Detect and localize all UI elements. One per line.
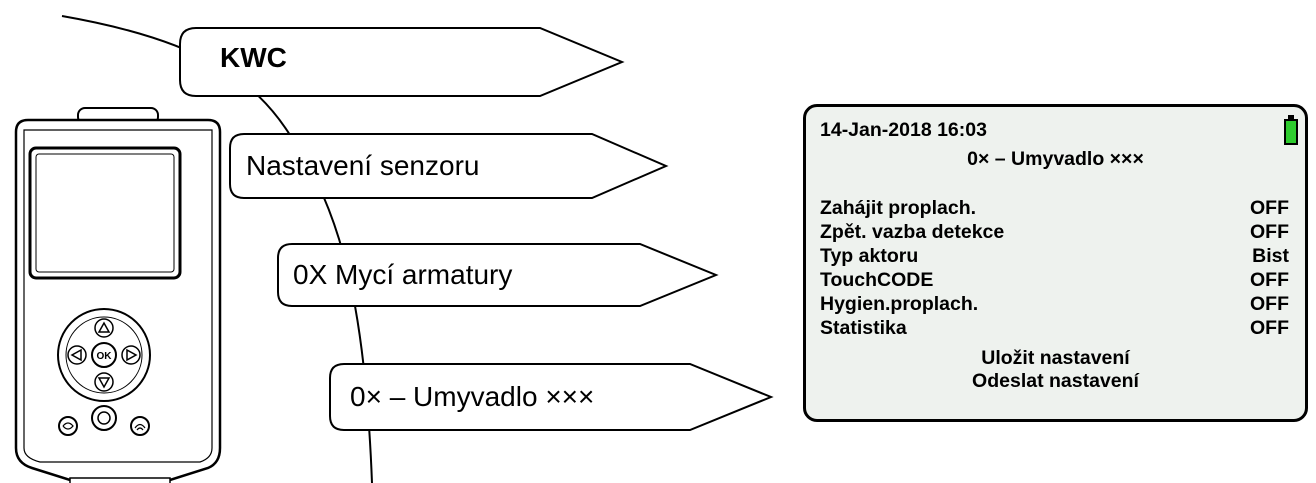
menu-tag-armatury-shape bbox=[277, 243, 719, 307]
handheld-device: OK bbox=[14, 107, 222, 483]
up-arrow-icon bbox=[94, 318, 114, 338]
device-display: 14-Jan-2018 16:03 0× – Umyvadlo ××× Zahá… bbox=[803, 104, 1308, 422]
setting-label[interactable]: Typ aktoru bbox=[820, 245, 919, 267]
wireless-icon bbox=[130, 416, 150, 436]
setting-value[interactable]: OFF bbox=[1250, 269, 1289, 291]
menu-tag-myci-armatury[interactable]: 0X Mycí armatury bbox=[293, 259, 513, 290]
setting-value[interactable]: Bist bbox=[1252, 245, 1289, 267]
right-arrow-icon bbox=[121, 345, 141, 365]
setting-label[interactable]: Hygien.proplach. bbox=[820, 293, 979, 315]
menu-tag-umyvadlo[interactable]: 0× – Umyvadlo ××× bbox=[350, 381, 595, 412]
setting-label[interactable]: TouchCODE bbox=[820, 269, 934, 291]
setting-value[interactable]: OFF bbox=[1250, 221, 1289, 243]
setting-value[interactable]: OFF bbox=[1250, 197, 1289, 219]
power-icon bbox=[91, 405, 117, 431]
datetime: 14-Jan-2018 16:03 bbox=[820, 119, 987, 141]
menu-tag-kwc-shape bbox=[179, 27, 625, 97]
setting-label[interactable]: Zpět. vazba detekce bbox=[820, 221, 1005, 243]
device-screen bbox=[28, 146, 182, 280]
save-settings-button[interactable]: Uložit nastavení bbox=[981, 347, 1130, 369]
setting-value[interactable]: OFF bbox=[1250, 317, 1289, 339]
menu-tag-sensor-shape bbox=[229, 133, 669, 199]
menu-tag-umyvadlo-shape bbox=[329, 363, 774, 431]
screen-title: 0× – Umyvadlo ××× bbox=[967, 148, 1144, 170]
down-arrow-icon bbox=[94, 372, 114, 392]
ok-button-label: OK bbox=[97, 351, 113, 362]
setting-value[interactable]: OFF bbox=[1250, 293, 1289, 315]
ok-button: OK bbox=[91, 342, 117, 368]
setting-label[interactable]: Zahájit proplach. bbox=[820, 197, 977, 219]
menu-tag-kwc[interactable]: KWC bbox=[220, 42, 287, 73]
left-arrow-icon bbox=[67, 345, 87, 365]
setting-label[interactable]: Statistika bbox=[820, 317, 907, 339]
battery-icon bbox=[1284, 115, 1298, 145]
send-settings-button[interactable]: Odeslat nastavení bbox=[972, 370, 1139, 392]
menu-tag-nastaveni-senzoru[interactable]: Nastavení senzoru bbox=[246, 150, 480, 181]
sensor-icon bbox=[58, 416, 78, 436]
